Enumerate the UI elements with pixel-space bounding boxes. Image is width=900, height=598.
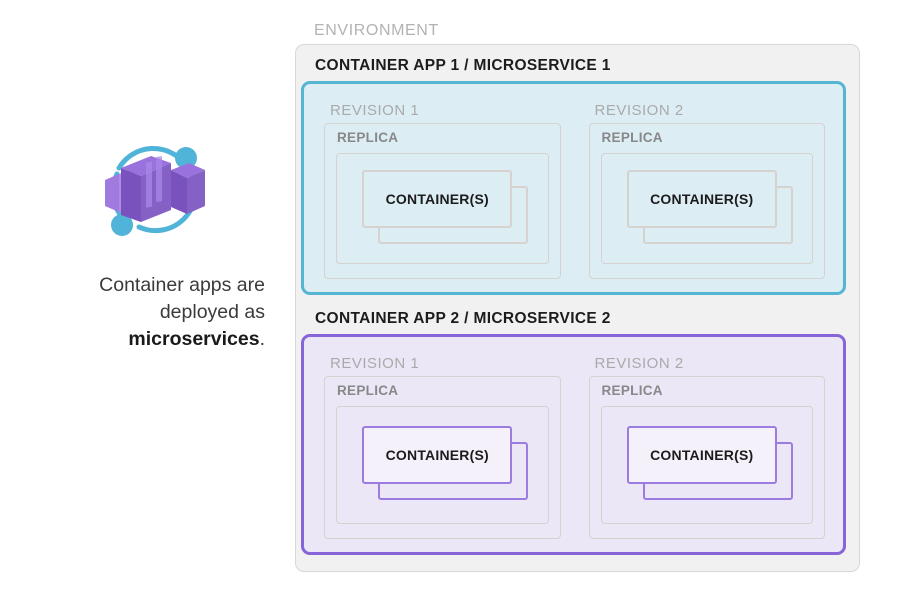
container-box-front: CONTAINER(S) xyxy=(362,426,513,484)
container-app-title-1: CONTAINER APP 1 / MICROSERVICE 1 xyxy=(315,57,611,74)
container-label: CONTAINER(S) xyxy=(385,447,489,463)
caption-line-2: deployed as xyxy=(159,301,265,323)
container-box-front: CONTAINER(S) xyxy=(626,169,777,228)
azure-container-apps-logo xyxy=(93,130,213,250)
caption-emphasis: microservices xyxy=(128,328,260,350)
container-stack: CONTAINER(S) xyxy=(626,426,793,504)
container-stack: CONTAINER(S) xyxy=(362,169,529,248)
replica-label: REPLICA xyxy=(337,130,399,145)
replica-label: REPLICA xyxy=(337,383,399,398)
caption-text: Container apps are deployed as microserv… xyxy=(40,272,265,353)
container-apps-icon xyxy=(104,145,205,236)
container-box-front: CONTAINER(S) xyxy=(362,169,513,228)
container-stack: CONTAINER(S) xyxy=(362,426,529,504)
replica-box: REPLICA CONTAINER(S) xyxy=(588,123,825,279)
container-app-panel-1: REVISION 1 REPLICA CONTAINER(S) REVISION xyxy=(301,81,846,295)
environment-box: CONTAINER APP 1 / MICROSERVICE 1 REVISIO… xyxy=(295,44,860,572)
caption-period: . xyxy=(259,328,265,350)
container-app-title-2: CONTAINER APP 2 / MICROSERVICE 2 xyxy=(315,310,611,327)
replica-inner-box: CONTAINER(S) xyxy=(600,406,813,524)
revision-label: REVISION 1 xyxy=(330,355,420,372)
revision-2-app-1: REVISION 2 REPLICA CONTAINER(S) xyxy=(581,96,832,280)
replica-label: REPLICA xyxy=(601,383,663,398)
replica-box: REPLICA CONTAINER(S) xyxy=(324,123,561,279)
explanation-column: Container apps are deployed as microserv… xyxy=(40,130,265,353)
revision-label: REVISION 2 xyxy=(594,355,684,372)
container-box-front: CONTAINER(S) xyxy=(626,426,777,484)
container-label: CONTAINER(S) xyxy=(385,190,489,207)
revision-1-app-1: REVISION 1 REPLICA CONTAINER(S) xyxy=(316,96,567,280)
revision-1-app-2: REVISION 1 REPLICA CONTAINER(S) xyxy=(316,349,567,540)
replica-box: REPLICA CONTAINER(S) xyxy=(324,376,561,539)
revision-label: REVISION 1 xyxy=(330,102,420,119)
container-app-panel-2: REVISION 1 REPLICA CONTAINER(S) REVISION xyxy=(301,334,846,555)
revision-2-app-2: REVISION 2 REPLICA CONTAINER(S) xyxy=(581,349,832,540)
replica-inner-box: CONTAINER(S) xyxy=(336,153,549,264)
revision-label: REVISION 2 xyxy=(594,102,684,119)
replica-inner-box: CONTAINER(S) xyxy=(336,406,549,524)
container-label: CONTAINER(S) xyxy=(650,447,754,463)
environment-label: ENVIRONMENT xyxy=(314,22,439,39)
replica-inner-box: CONTAINER(S) xyxy=(600,153,813,264)
caption-line-1: Container apps are xyxy=(99,274,265,296)
replica-box: REPLICA CONTAINER(S) xyxy=(588,376,825,539)
replica-label: REPLICA xyxy=(601,130,663,145)
container-label: CONTAINER(S) xyxy=(650,190,754,207)
container-stack: CONTAINER(S) xyxy=(626,169,793,248)
